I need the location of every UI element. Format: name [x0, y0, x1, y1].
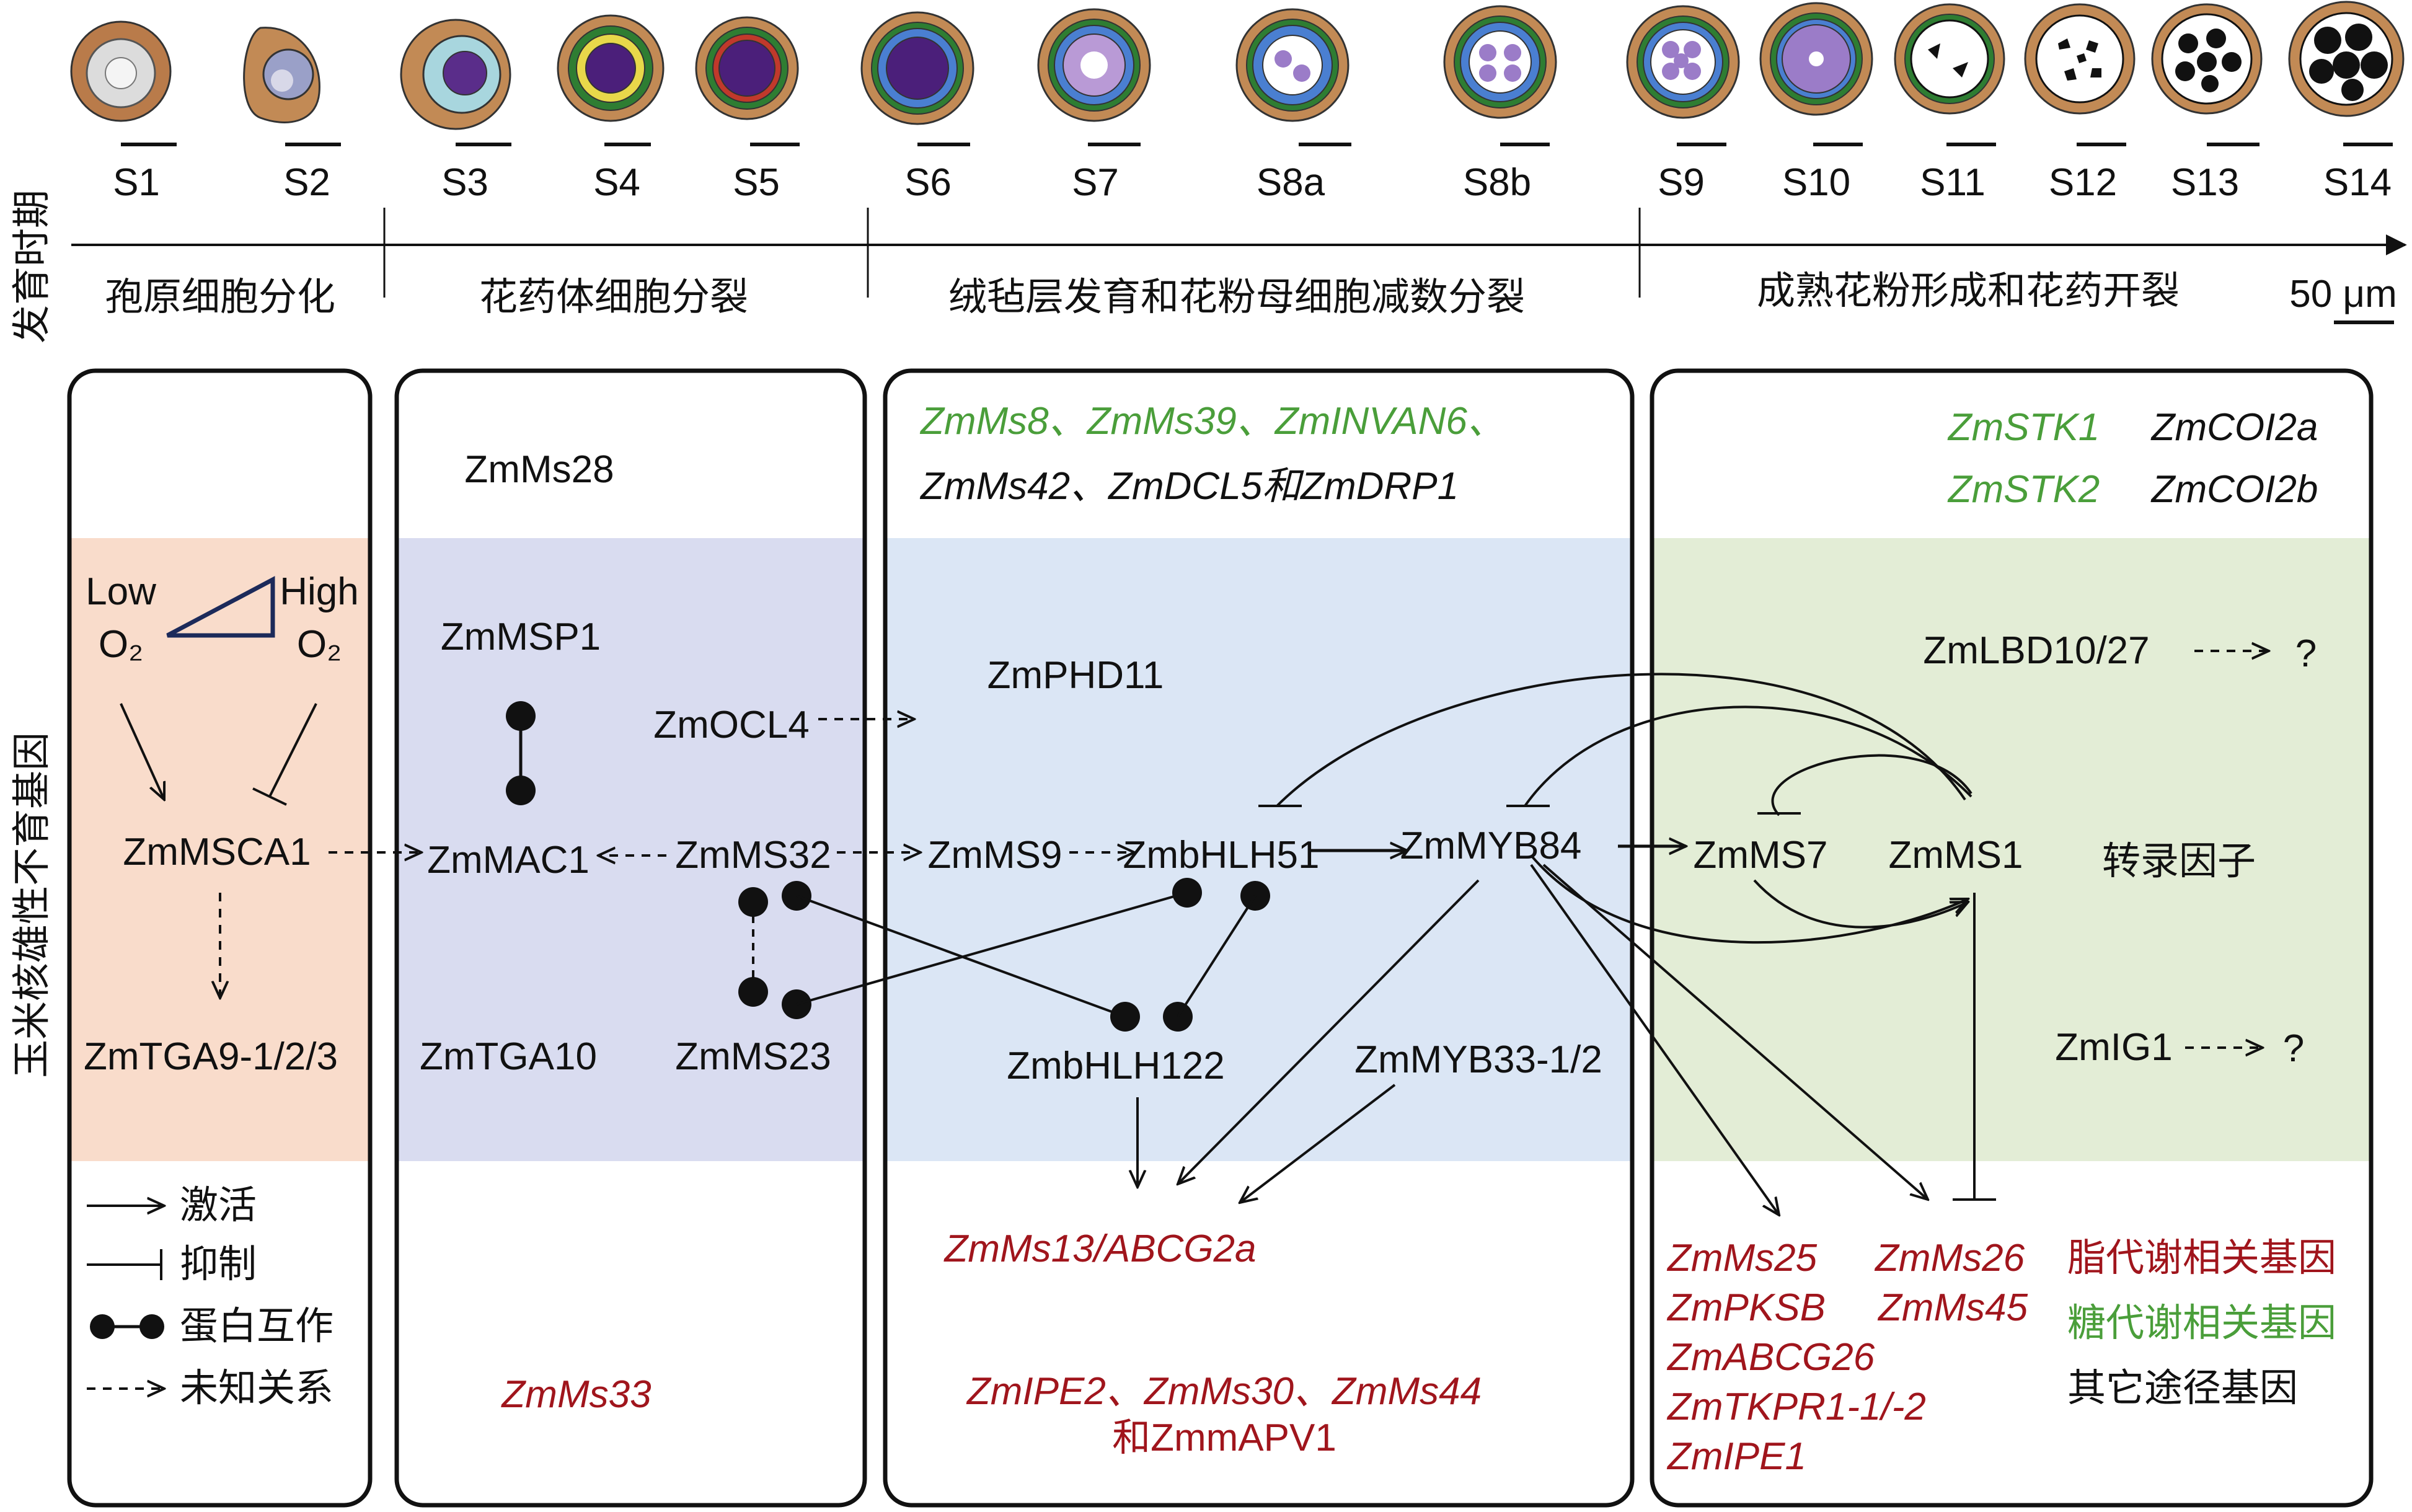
gene-zmms13: ZmMs13/ABCG2a: [943, 1227, 1256, 1270]
gene-zmmyb33: ZmMYB33-1/2: [1354, 1038, 1602, 1081]
stage-label: S5: [733, 161, 780, 204]
stage-s6-image: [860, 11, 974, 125]
gene-zmmsca1: ZmMSCA1: [123, 831, 311, 873]
legend: 激活 抑制 蛋白互作 未知关系: [87, 1184, 334, 1410]
stage-label: S1: [113, 161, 160, 204]
stage-label: S11: [1920, 161, 1986, 204]
stage-s7-image: [1037, 8, 1151, 122]
gene-zmig1: ZmIG1: [2055, 1026, 2172, 1069]
phase-label: 绒毡层发育和花粉母细胞减数分裂: [948, 276, 1525, 319]
gene-zmbhlh122: ZmbHLH122: [1007, 1045, 1224, 1087]
panel-1: Low High O₂ O₂ ZmMSCA1 ZmTGA9-1/2/3: [84, 570, 359, 1078]
gene-zmms25: ZmMs25: [1666, 1237, 1818, 1280]
transcription-factor-label: 转录因子: [2102, 840, 2256, 883]
stage-s3-image: [400, 19, 511, 130]
legend-other: 其它途径基因: [2067, 1367, 2298, 1410]
axis-label-top: 发育时期: [11, 190, 53, 343]
gene-zmms32: ZmMS32: [675, 834, 831, 877]
oxygen-gradient-triangle: [166, 576, 275, 638]
question-mark: ?: [2295, 632, 2317, 675]
stage-s5-image: [695, 16, 799, 120]
high-label: High: [280, 570, 359, 613]
panel-3: ZmMs8、ZmMs39、ZmINVAN6、 ZmMs42、ZmDCL5和ZmD…: [796, 400, 1602, 1459]
gene-zmms28: ZmMs28: [464, 448, 614, 491]
gene-zmstk1: ZmSTK1: [1947, 406, 2100, 449]
gene-zmmsp1: ZmMSP1: [441, 616, 601, 658]
scale-bar-label: 50 μm: [2289, 273, 2397, 316]
gene-zmms1: ZmMS1: [1889, 834, 2023, 877]
stage-s10-image: [1759, 2, 1873, 116]
gene-zmms26: ZmMs26: [1874, 1237, 2025, 1280]
gene-zmms45: ZmMs45: [1877, 1286, 2028, 1329]
stage-s11-image: [1894, 3, 2005, 115]
gene-zmstk2: ZmSTK2: [1947, 468, 2100, 511]
panel-frames: [67, 368, 2374, 1508]
stage-images: [70, 1, 2405, 146]
legend-sugar: 糖代谢相关基因: [2067, 1302, 2336, 1345]
stage-s8b-image: [1443, 5, 1557, 119]
stage-s2-image: [243, 27, 320, 123]
low-label: Low: [86, 570, 156, 613]
legend-interact: 蛋白互作: [180, 1305, 334, 1348]
stage-s13-image: [2151, 3, 2263, 115]
phase-label: 花药体细胞分裂: [479, 276, 748, 319]
stage-s9-image: [1626, 5, 1740, 119]
gene-zmms23: ZmMS23: [675, 1035, 831, 1078]
legend-unknown: 未知关系: [180, 1367, 334, 1410]
gene-zmms9: ZmMS9: [928, 834, 1062, 877]
legend-inhibit: 抑制: [180, 1243, 257, 1286]
axis-label-left: 玉米核雄性不育基因: [11, 732, 53, 1078]
stage-s8a-image: [1235, 8, 1350, 122]
gene-zmmac1: ZmMAC1: [427, 839, 590, 882]
stage-label: S8b: [1463, 161, 1531, 204]
genes-bottom-line2: 和ZmmAPV1: [1112, 1417, 1336, 1459]
gene-zmcoi2a: ZmCOI2a: [2150, 406, 2318, 449]
gene-zmbhlh51: ZmbHLH51: [1123, 834, 1320, 877]
gene-zmocl4: ZmOCL4: [653, 704, 809, 746]
stage-label: S12: [2049, 161, 2117, 204]
genes-top-green: ZmMs8、ZmMs39、ZmINVAN6、: [919, 400, 1506, 443]
gene-zmpksb: ZmPKSB: [1666, 1286, 1826, 1329]
o2-right-label: O₂: [297, 623, 342, 666]
legend-activate: 激活: [180, 1184, 257, 1227]
panel-backgrounds: [69, 538, 2371, 1161]
question-mark: ?: [2283, 1027, 2304, 1070]
panel-4: ZmSTK1 ZmSTK2 ZmCOI2a ZmCOI2b ZmLBD10/27…: [1258, 406, 2336, 1478]
stage-label: S13: [2171, 161, 2239, 204]
stage-label: S7: [1072, 161, 1119, 204]
phase-label: 孢原细胞分化: [105, 276, 335, 319]
stage-s4-image: [557, 14, 665, 122]
stage-label: S14: [2323, 161, 2392, 204]
stage-label: S9: [1658, 161, 1705, 204]
stage-label: S10: [1782, 161, 1850, 204]
stage-label: S2: [283, 161, 330, 204]
stage-label: S4: [593, 161, 640, 204]
genes-top-black: ZmMs42、ZmDCL5和ZmDRP1: [919, 465, 1459, 508]
gene-zmipe1: ZmIPE1: [1666, 1435, 1806, 1478]
stage-s1-image: [70, 20, 172, 122]
gene-zmtkpr1: ZmTKPR1-1/-2: [1666, 1386, 1926, 1428]
gene-zmcoi2b: ZmCOI2b: [2150, 468, 2318, 511]
gene-zmtga9: ZmTGA9-1/2/3: [84, 1035, 338, 1078]
gene-zmtga10: ZmTGA10: [420, 1035, 597, 1078]
stage-label: S6: [904, 161, 952, 204]
gene-zmabcg26: ZmABCG26: [1666, 1336, 1875, 1379]
panel-2: ZmMs28 ZmMSP1 ZmOCL4 ZmMAC1 ZmMS32 ZmTGA…: [329, 448, 921, 1416]
timeline-axis: [71, 208, 2407, 298]
gene-zmlbd10: ZmLBD10/27: [1923, 629, 2149, 672]
legend-lipid: 脂代谢相关基因: [2067, 1237, 2336, 1280]
stage-label: S8a: [1257, 161, 1325, 204]
stage-s12-image: [2024, 3, 2136, 115]
stage-label: S3: [441, 161, 488, 204]
gene-zmmyb84: ZmMYB84: [1400, 825, 1582, 867]
gene-zmphd11: ZmPHD11: [987, 654, 1164, 697]
genes-bottom-line1: ZmIPE2、ZmMs30、ZmMs44: [966, 1370, 1482, 1413]
phase-label: 成熟花粉形成和花药开裂: [1757, 270, 2180, 312]
stage-labels: S1 S2 S3 S4 S5 S6 S7 S8a S8b S9 S10 S11 …: [113, 161, 2392, 204]
o2-left-label: O₂: [99, 623, 143, 666]
gene-zmms7: ZmMS7: [1694, 834, 1828, 877]
stage-s14-image: [2288, 1, 2405, 117]
gene-zmms33: ZmMs33: [500, 1373, 651, 1416]
